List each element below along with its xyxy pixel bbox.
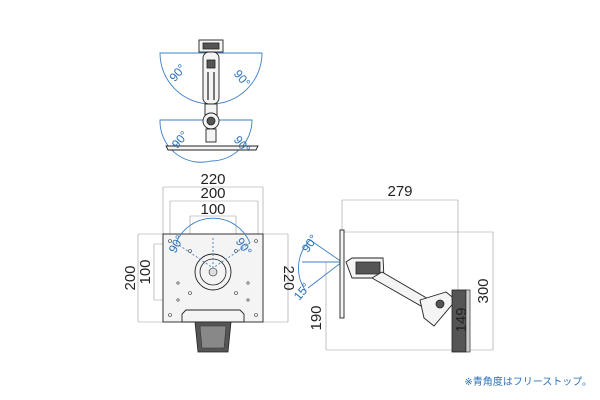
upper-right-arc	[210, 52, 263, 105]
front-tilt-arc	[175, 217, 251, 244]
note-text: ※青角度はフリーストップ。	[464, 375, 592, 388]
angle-upper-left-label: 90°	[166, 61, 189, 84]
dim-width-mid: 200	[200, 185, 225, 202]
angle-lower-right-label: 90°	[231, 133, 254, 156]
dim-width-outer: 220	[200, 171, 225, 188]
lower-left-arc	[159, 119, 212, 163]
side-monitor-plate	[339, 229, 345, 319]
dim-height-right: 220	[280, 265, 297, 290]
side-tilt-arc	[298, 239, 343, 291]
front-view: 220 200 100 200 100 220 90° 90°	[122, 171, 297, 353]
side-arm-lower	[419, 291, 457, 327]
side-view: 279 300 190 149 90° 15°	[291, 183, 494, 353]
dim-width-inner: 100	[200, 201, 225, 218]
dim-bracket: 149	[453, 307, 470, 332]
dim-height-inner-left: 100	[137, 259, 154, 284]
dim-depth: 279	[387, 183, 412, 200]
dim-lower: 190	[308, 305, 325, 330]
dim-height-outer-left: 200	[122, 265, 139, 290]
top-view: 90° 90° 90° 90°	[159, 39, 263, 163]
upper-left-arc	[159, 52, 212, 105]
vesa-plate-edge	[165, 145, 259, 151]
dim-height: 300	[475, 278, 492, 303]
